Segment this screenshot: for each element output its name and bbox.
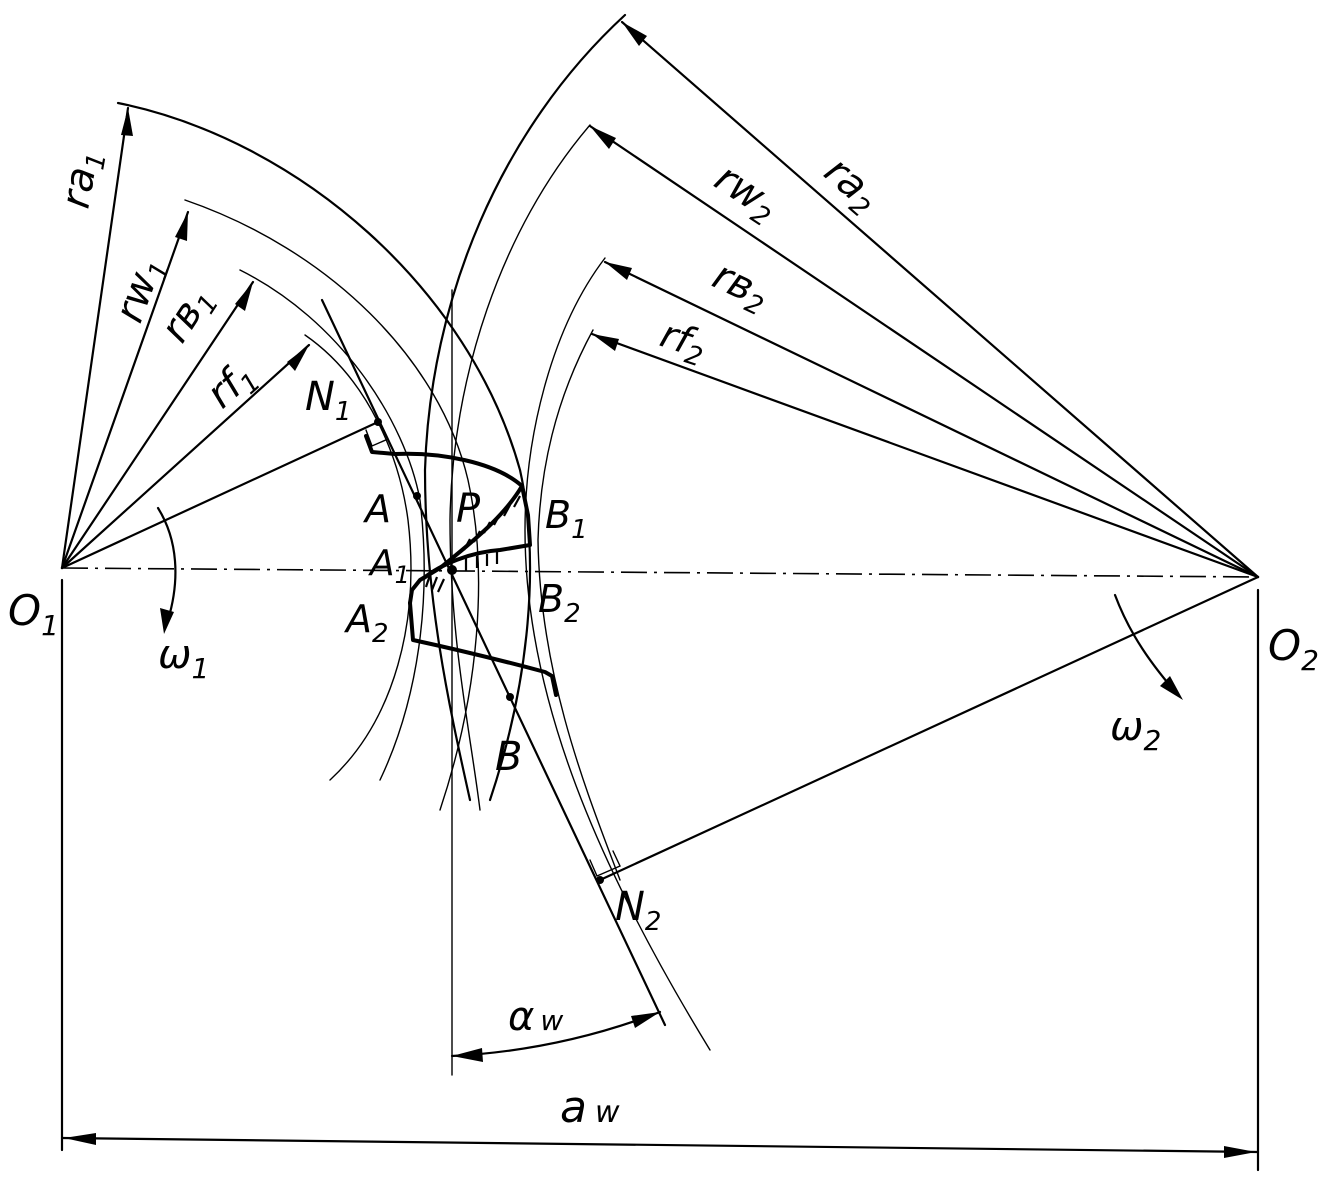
omega2-arrowhead — [1160, 676, 1183, 700]
label-omega2: ω2 — [1110, 704, 1161, 757]
gear2-base-circle — [524, 257, 711, 1051]
alpha-arrowhead-right — [631, 1012, 660, 1028]
label-a1: A1 — [368, 543, 410, 589]
rw1-arrowhead — [175, 212, 188, 241]
gear2-tooth-profile — [422, 484, 532, 580]
contact-zone-hatch — [424, 495, 521, 593]
point-a — [413, 492, 421, 500]
aw-dimension-line — [60, 1136, 1260, 1154]
gear1-tooth-profile-lower — [408, 601, 558, 697]
rw2-arrowhead — [590, 126, 616, 149]
label-o2: O2 — [1268, 621, 1319, 677]
radius-ra1-line — [60, 106, 130, 570]
label-n2: N2 — [615, 884, 661, 937]
radius-rw1-line — [60, 210, 190, 570]
rb2-arrowhead — [605, 262, 632, 280]
gear2-addendum-circle — [423, 13, 627, 802]
label-rb2: rв2 — [704, 252, 777, 322]
gear1-addendum-circle — [116, 101, 532, 802]
label-omega1: ω1 — [158, 632, 209, 685]
label-ra2: ra2 — [812, 148, 889, 224]
point-n1 — [374, 418, 382, 426]
label-a2: A2 — [343, 597, 389, 649]
radius-ra2-line — [620, 20, 1260, 579]
label-b: B — [495, 734, 522, 780]
label-rf1: rf1 — [198, 352, 267, 421]
rf1-arrowhead — [287, 345, 309, 371]
point-p — [447, 565, 457, 575]
radius-rf1-line — [60, 343, 311, 570]
label-o1: O1 — [8, 586, 59, 642]
gear1-base-circle — [239, 269, 425, 781]
omega1-arrowhead — [160, 608, 174, 634]
radius-rf2-line — [590, 332, 1260, 579]
label-rw2: rw2 — [704, 155, 787, 234]
point-n2 — [596, 876, 604, 884]
gear2-pitch-circle — [449, 124, 591, 811]
n1-right-angle-mark — [365, 429, 389, 447]
label-p: P — [456, 486, 481, 532]
gear1-pitch-circle — [184, 199, 480, 811]
label-a: A — [362, 487, 391, 531]
line-of-action — [320, 298, 667, 1027]
label-ra1: ra1 — [53, 147, 113, 212]
gear1-root-circle — [304, 334, 412, 781]
radius-rb2-line — [603, 260, 1260, 579]
rb1-arrowhead — [235, 282, 253, 311]
omega1-rotation-arrow — [156, 506, 177, 622]
radius-rw2-line — [588, 124, 1260, 579]
ra1-arrowhead — [121, 108, 133, 136]
rf2-arrowhead — [592, 334, 619, 351]
center-line — [61, 567, 1259, 578]
label-rf2: rf2 — [653, 312, 712, 374]
aw-arrowhead-left — [64, 1133, 96, 1145]
alpha-arrowhead-left — [452, 1048, 483, 1062]
o2-n2-line — [598, 575, 1260, 882]
label-n1: N1 — [305, 374, 351, 427]
gear2-root-circle — [537, 329, 621, 881]
label-b1: B1 — [545, 493, 588, 545]
n2-right-angle-mark — [589, 850, 621, 877]
point-b — [506, 693, 514, 701]
label-b2: B2 — [538, 577, 581, 629]
radius-rb1-line — [60, 280, 255, 570]
ra2-arrowhead — [622, 22, 647, 46]
aw-arrowhead-right — [1224, 1146, 1256, 1158]
o1-n1-line — [60, 420, 380, 570]
